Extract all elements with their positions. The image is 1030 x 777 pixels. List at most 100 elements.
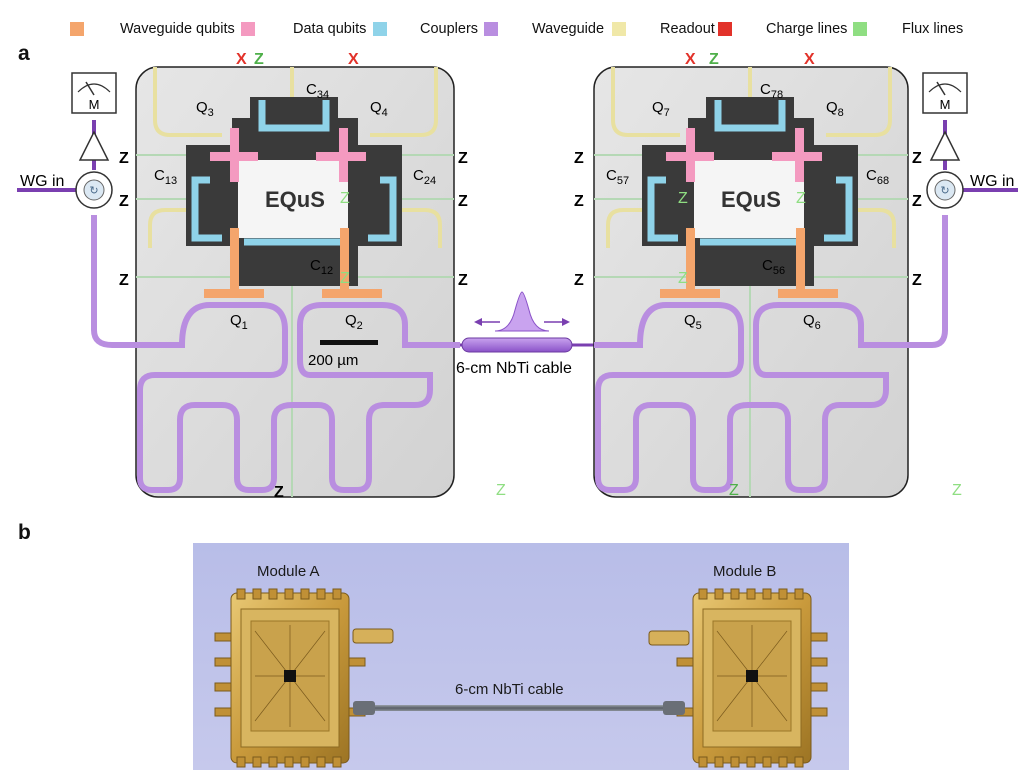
right-flux-mark-top: Z bbox=[709, 51, 719, 68]
coupler-c24-shape bbox=[368, 176, 397, 242]
cable-group: 6-cm NbTi cable bbox=[456, 291, 594, 377]
label-c13: C13 bbox=[154, 167, 177, 187]
right-meter bbox=[922, 72, 968, 114]
label-q4: Q4 bbox=[370, 99, 388, 119]
left-flux-mark-outside: Z bbox=[496, 482, 506, 499]
cable-label: 6-cm NbTi cable bbox=[456, 360, 572, 377]
legend-swatch-readout bbox=[612, 22, 626, 36]
right-z-mark-1: Z bbox=[574, 150, 584, 167]
legend-swatch-couplers bbox=[373, 22, 387, 36]
left-meter bbox=[71, 72, 117, 114]
right-z-mark-2: Z bbox=[574, 193, 584, 210]
label-q7: Q7 bbox=[652, 99, 670, 119]
right-charge-mark-q8: X bbox=[804, 51, 815, 68]
right-waveguide bbox=[594, 215, 948, 493]
right-z-mark-3: Z bbox=[574, 272, 584, 289]
scale-bar-label: 200 µm bbox=[308, 352, 358, 369]
module-b bbox=[648, 588, 828, 768]
cable-connector-left bbox=[353, 701, 375, 715]
legend: Waveguide qubits Data qubits Couplers Wa… bbox=[0, 16, 1030, 42]
label-q5: Q5 bbox=[684, 312, 702, 332]
right-z-mark-4: Z bbox=[912, 150, 922, 167]
legend-swatch-waveguide bbox=[484, 22, 498, 36]
legend-label-waveguide: Waveguide bbox=[532, 21, 605, 37]
photo-cable-label: 6-cm NbTi cable bbox=[455, 681, 564, 698]
left-wg-in-label: WG in bbox=[20, 173, 64, 190]
svg-text:↻: ↻ bbox=[89, 185, 98, 197]
panel-label-a: a bbox=[18, 42, 30, 65]
panel-label-b: b bbox=[18, 521, 31, 544]
left-charge-mark-q4: X bbox=[348, 51, 359, 68]
left-z-mark-5: Z bbox=[458, 193, 468, 210]
right-flux-mark-inner-3: Z bbox=[678, 270, 688, 287]
left-z-mark-6: Z bbox=[458, 272, 468, 289]
legend-label-flux-lines: Flux lines bbox=[902, 21, 964, 37]
legend-swatch-waveguide-qubits bbox=[70, 22, 84, 36]
left-amplifier bbox=[78, 130, 110, 161]
coupler-c13-shape bbox=[191, 176, 222, 242]
svg-text:↻: ↻ bbox=[940, 185, 949, 197]
right-logo: EQuS bbox=[721, 187, 781, 212]
left-flux-mark-top: Z bbox=[254, 51, 264, 68]
left-charge-mark-q3: X bbox=[236, 51, 247, 68]
label-c78: C78 bbox=[760, 81, 783, 101]
left-z-mark-3: Z bbox=[119, 272, 129, 289]
legend-label-data-qubits: Data qubits bbox=[293, 21, 367, 37]
legend-swatch-data-qubits bbox=[241, 22, 255, 36]
label-q8: Q8 bbox=[826, 99, 844, 119]
label-c68: C68 bbox=[866, 167, 889, 187]
chip-diagram: ↻ M WG in X Z X Z Z Z Z Z Z Z Z Z Z EQuS… bbox=[17, 51, 1018, 501]
left-z-mark-2: Z bbox=[119, 193, 129, 210]
right-flux-mark-bottom: Z bbox=[729, 482, 739, 499]
module-b-label: Module B bbox=[713, 563, 776, 580]
qubit-q1-shape bbox=[230, 228, 239, 290]
module-a-label: Module A bbox=[257, 563, 320, 580]
right-charge-mark-q7: X bbox=[685, 51, 696, 68]
right-flux-mark-inner-1: Z bbox=[678, 190, 688, 207]
photon-pulse bbox=[494, 291, 550, 332]
right-flux-mark-inner-2: Z bbox=[796, 190, 806, 207]
right-arrow-icon bbox=[562, 318, 570, 326]
left-z-mark-1: Z bbox=[119, 150, 129, 167]
label-q6: Q6 bbox=[803, 312, 821, 332]
coupler-c34-shape bbox=[258, 100, 330, 132]
qubit-q2-shape bbox=[340, 228, 349, 290]
left-chip: ↻ M WG in X Z X Z Z Z Z Z Z Z Z Z Z EQuS… bbox=[17, 51, 506, 501]
module-b-connector bbox=[648, 630, 690, 646]
label-c57: C57 bbox=[606, 167, 629, 187]
label-q1: Q1 bbox=[230, 312, 248, 332]
left-waveguide bbox=[91, 215, 460, 493]
left-z-mark-bottom: Z bbox=[274, 484, 284, 501]
legend-label-readout: Readout bbox=[660, 21, 715, 37]
legend-label-couplers: Couplers bbox=[420, 21, 479, 37]
cable-connector-right bbox=[663, 701, 685, 715]
right-chip: ↻ M WG in X Z X Z Z Z Z Z Z Z Z Z Z Z EQ… bbox=[574, 51, 1018, 499]
left-flux-mark-inner-2: Z bbox=[340, 270, 350, 287]
label-c24: C24 bbox=[413, 167, 436, 187]
left-flux-mark-inner-1: Z bbox=[340, 190, 350, 207]
right-meter-label: M bbox=[940, 97, 951, 112]
label-q3: Q3 bbox=[196, 99, 214, 119]
left-arrow-icon bbox=[474, 318, 482, 326]
label-c12: C12 bbox=[310, 257, 333, 277]
right-z-mark-5: Z bbox=[912, 193, 922, 210]
right-amplifier bbox=[929, 130, 961, 161]
legend-swatch-charge-lines bbox=[718, 22, 732, 36]
right-wg-in-label: WG in bbox=[970, 173, 1014, 190]
left-z-mark-4: Z bbox=[458, 150, 468, 167]
label-c56: C56 bbox=[762, 257, 785, 277]
legend-swatch-flux-lines bbox=[853, 22, 867, 36]
label-q2: Q2 bbox=[345, 312, 363, 332]
left-meter-label: M bbox=[89, 97, 100, 112]
left-logo-area bbox=[238, 160, 348, 238]
photo-cable bbox=[361, 705, 675, 711]
module-a-connector bbox=[352, 628, 394, 644]
device-photo: Module A Module B 6-cm NbTi cable bbox=[193, 543, 849, 770]
label-c34: C34 bbox=[306, 81, 329, 101]
left-logo: EQuS bbox=[265, 187, 325, 212]
scale-bar bbox=[320, 340, 378, 345]
right-logo-area bbox=[694, 160, 804, 238]
right-flux-mark-outside: Z bbox=[952, 482, 962, 499]
right-z-mark-6: Z bbox=[912, 272, 922, 289]
legend-label-waveguide-qubits: Waveguide qubits bbox=[120, 21, 235, 37]
